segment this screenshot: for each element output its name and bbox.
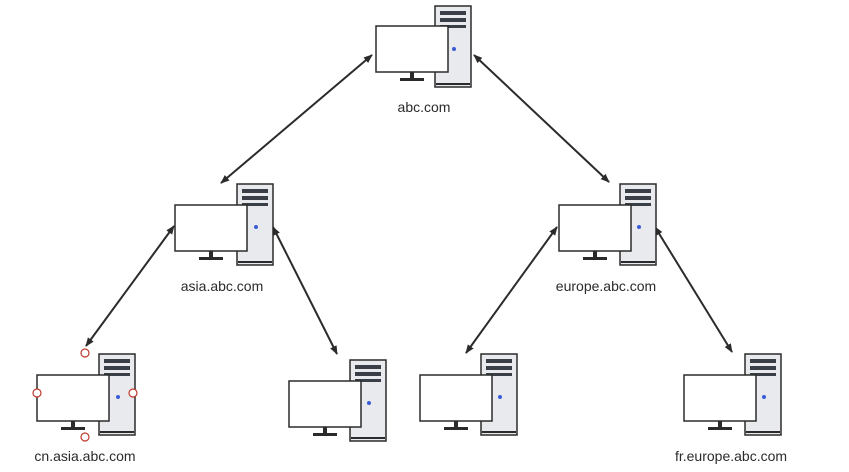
node-label-cn-asia: cn.asia.abc.com	[34, 448, 136, 464]
node-asia[interactable]	[174, 183, 274, 266]
node-label-fr-europe: fr.europe.abc.com	[674, 448, 788, 464]
connection-arrow-abc-to-asia[interactable]	[220, 54, 373, 184]
node-label-asia: asia.abc.com	[180, 278, 264, 294]
power-led-icon	[116, 395, 120, 399]
monitor-icon	[375, 25, 449, 81]
node-europe-child-1[interactable]	[419, 353, 518, 436]
node-label-abc: abc.com	[397, 99, 451, 115]
power-led-icon	[498, 395, 502, 399]
power-led-icon	[762, 395, 766, 399]
node-cn-asia[interactable]	[32, 348, 138, 442]
monitor-icon	[174, 204, 248, 260]
monitor-icon	[288, 380, 362, 436]
monitor-icon	[36, 374, 110, 430]
selection-handles[interactable]	[32, 348, 138, 442]
monitor-icon	[558, 204, 632, 260]
connection-arrow-abc-to-europe[interactable]	[473, 54, 610, 183]
connection-arrow-europe-to-europe-child-1[interactable]	[465, 226, 558, 354]
node-europe[interactable]	[558, 183, 657, 266]
resize-handle[interactable]	[80, 348, 90, 358]
node-fr-europe[interactable]	[683, 353, 782, 436]
power-led-icon	[367, 401, 371, 405]
node-label-europe: europe.abc.com	[555, 278, 657, 294]
node-abc[interactable]	[375, 5, 472, 88]
power-led-icon	[452, 47, 456, 51]
connection-arrow-asia-to-asia-child-2[interactable]	[272, 226, 338, 355]
resize-handle[interactable]	[32, 388, 42, 398]
power-led-icon	[637, 225, 641, 229]
node-asia-child-2[interactable]	[288, 359, 387, 442]
monitor-icon	[683, 374, 757, 430]
monitor-icon	[419, 374, 493, 430]
connection-arrow-europe-to-fr-europe[interactable]	[654, 226, 733, 353]
connection-arrow-asia-to-cn-asia[interactable]	[85, 225, 175, 347]
resize-handle[interactable]	[128, 388, 138, 398]
power-led-icon	[254, 225, 258, 229]
edges-layer	[85, 54, 733, 355]
nodes-layer	[32, 5, 782, 442]
resize-handle[interactable]	[80, 432, 90, 442]
